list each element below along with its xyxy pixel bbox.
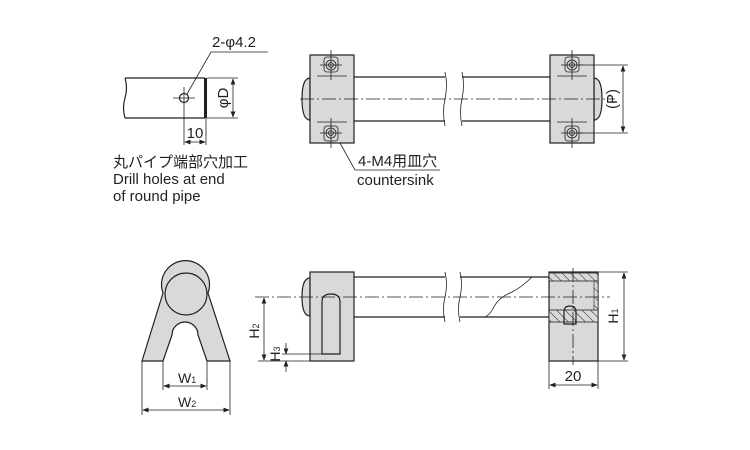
hole-callout: 2-φ4.2 <box>212 34 256 51</box>
w1-label: W1 <box>178 370 196 386</box>
countersink-icon <box>561 50 583 80</box>
top-view: (P) 4-M4用皿穴 countersink <box>300 50 628 189</box>
w2-label: W2 <box>178 394 196 410</box>
caption-jp: 丸パイプ端部穴加工 <box>113 154 248 171</box>
countersink-icon <box>320 50 342 80</box>
countersink-icon <box>320 118 342 148</box>
h3-label: H3 <box>267 346 283 361</box>
diameter-label: φD <box>215 88 232 109</box>
pipe-end-detail: 2-φ4.2 φD 10 丸パイプ端部穴加工 Drill holes at en… <box>113 34 268 205</box>
pitch-label: (P) <box>604 89 621 109</box>
pipe-end-face <box>204 78 207 118</box>
set-screw <box>563 305 577 325</box>
pipe-section <box>164 272 208 316</box>
front-view: H1 20 H2 H3 <box>246 268 628 389</box>
caption-en-2: of round pipe <box>113 188 201 205</box>
left-holder-block <box>309 271 355 362</box>
countersink-leader <box>339 142 440 171</box>
countersink-callout-jp: 4-M4用皿穴 <box>358 153 437 170</box>
h1-label: H1 <box>605 308 621 323</box>
mounting-slot <box>321 293 341 355</box>
offset-dim: 10 <box>187 125 204 142</box>
h2-label: H2 <box>246 323 262 338</box>
countersink-callout-en: countersink <box>357 172 434 189</box>
hole-leader <box>186 51 268 95</box>
side-view: W1 W2 <box>141 260 231 415</box>
caption-en-1: Drill holes at end <box>113 171 225 188</box>
countersink-holes <box>320 50 583 148</box>
holder-side-profile <box>141 260 231 362</box>
width-dim: 20 <box>565 368 582 385</box>
